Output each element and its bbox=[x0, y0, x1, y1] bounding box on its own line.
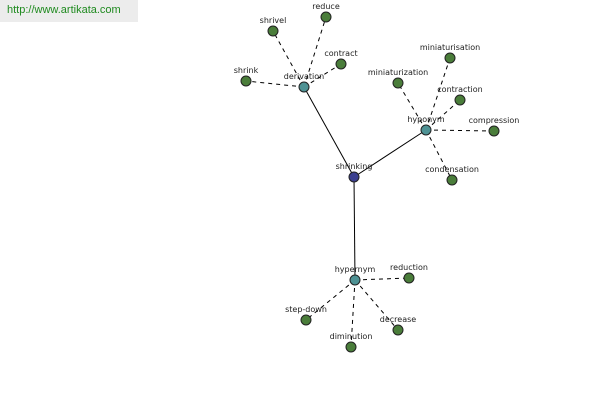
term-node-compression[interactable]: compression bbox=[469, 116, 520, 137]
term-node-reduction[interactable]: reduction bbox=[390, 263, 428, 284]
term-node-marker[interactable] bbox=[444, 52, 456, 64]
term-node-marker[interactable] bbox=[454, 94, 466, 106]
edges-layer bbox=[245, 16, 495, 348]
edge-hypernym-decrease bbox=[354, 279, 399, 331]
root-node-marker[interactable] bbox=[348, 171, 360, 183]
term-node-diminution[interactable]: diminution bbox=[330, 332, 373, 353]
term-node-label: contraction bbox=[437, 85, 482, 94]
edge-root-derivation bbox=[303, 86, 355, 178]
term-node-label: shrivel bbox=[260, 16, 287, 25]
edge-derivation-shrivel bbox=[272, 30, 305, 88]
term-node-marker[interactable] bbox=[488, 125, 500, 137]
term-node-marker[interactable] bbox=[267, 25, 279, 37]
term-node-label: step-down bbox=[285, 305, 327, 314]
edge-root-hyponym bbox=[353, 129, 427, 178]
edge-hyponym-miniaturization bbox=[397, 82, 427, 131]
root-node-shrinking[interactable]: shrinking bbox=[336, 162, 373, 183]
edge-root-hypernym bbox=[353, 176, 356, 281]
term-node-decrease[interactable]: decrease bbox=[380, 315, 417, 336]
relation-node-hyponym[interactable]: hyponym bbox=[407, 115, 445, 136]
edge-derivation-shrink bbox=[245, 80, 305, 88]
term-node-contract[interactable]: contract bbox=[324, 49, 358, 70]
term-node-label: contract bbox=[324, 49, 357, 58]
term-node-shrink[interactable]: shrink bbox=[234, 66, 259, 87]
term-node-marker[interactable] bbox=[345, 341, 357, 353]
term-node-label: compression bbox=[469, 116, 520, 125]
term-node-marker[interactable] bbox=[240, 75, 252, 87]
edge-hyponym-condensation bbox=[425, 129, 453, 181]
term-node-label: reduce bbox=[312, 2, 340, 11]
term-node-marker[interactable] bbox=[392, 324, 404, 336]
term-node-marker[interactable] bbox=[300, 314, 312, 326]
relation-node-label: hyponym bbox=[407, 115, 445, 124]
edge-hypernym-reduction bbox=[354, 277, 410, 281]
term-node-label: decrease bbox=[380, 315, 417, 324]
term-node-marker[interactable] bbox=[320, 11, 332, 23]
term-node-contraction[interactable]: contraction bbox=[437, 85, 483, 106]
url-banner: http://www.artikata.com bbox=[0, 0, 138, 22]
term-node-shrivel[interactable]: shrivel bbox=[260, 16, 287, 37]
term-node-marker[interactable] bbox=[335, 58, 347, 70]
term-node-marker[interactable] bbox=[392, 77, 404, 89]
term-node-label: reduction bbox=[390, 263, 428, 272]
term-node-label: miniaturisation bbox=[420, 43, 480, 52]
relation-node-label: hypernym bbox=[335, 265, 376, 274]
term-node-marker[interactable] bbox=[403, 272, 415, 284]
relation-node-marker[interactable] bbox=[298, 81, 310, 93]
relation-node-derivation[interactable]: derivation bbox=[284, 72, 324, 93]
term-node-miniaturization[interactable]: miniaturization bbox=[368, 68, 428, 89]
term-node-condensation[interactable]: condensation bbox=[425, 165, 479, 186]
relation-node-marker[interactable] bbox=[349, 274, 361, 286]
edge-hypernym-diminution bbox=[350, 279, 356, 348]
term-node-miniaturisation[interactable]: miniaturisation bbox=[420, 43, 480, 64]
relation-node-marker[interactable] bbox=[420, 124, 432, 136]
edge-hyponym-compression bbox=[425, 129, 495, 132]
nodes-layer: shrivel reduce contract shrink derivation min… bbox=[234, 2, 520, 353]
relation-node-label: derivation bbox=[284, 72, 324, 81]
relation-node-hypernym[interactable]: hypernym bbox=[335, 265, 376, 286]
term-node-label: diminution bbox=[330, 332, 373, 341]
term-node-label: miniaturization bbox=[368, 68, 428, 77]
root-node-label: shrinking bbox=[336, 162, 373, 171]
term-node-label: shrink bbox=[234, 66, 259, 75]
term-node-marker[interactable] bbox=[446, 174, 458, 186]
term-node-reduce[interactable]: reduce bbox=[312, 2, 340, 23]
term-node-step-down[interactable]: step-down bbox=[285, 305, 327, 326]
term-node-label: condensation bbox=[425, 165, 479, 174]
edge-hypernym-step-down bbox=[305, 279, 356, 321]
site-url-link[interactable]: http://www.artikata.com bbox=[7, 4, 121, 16]
